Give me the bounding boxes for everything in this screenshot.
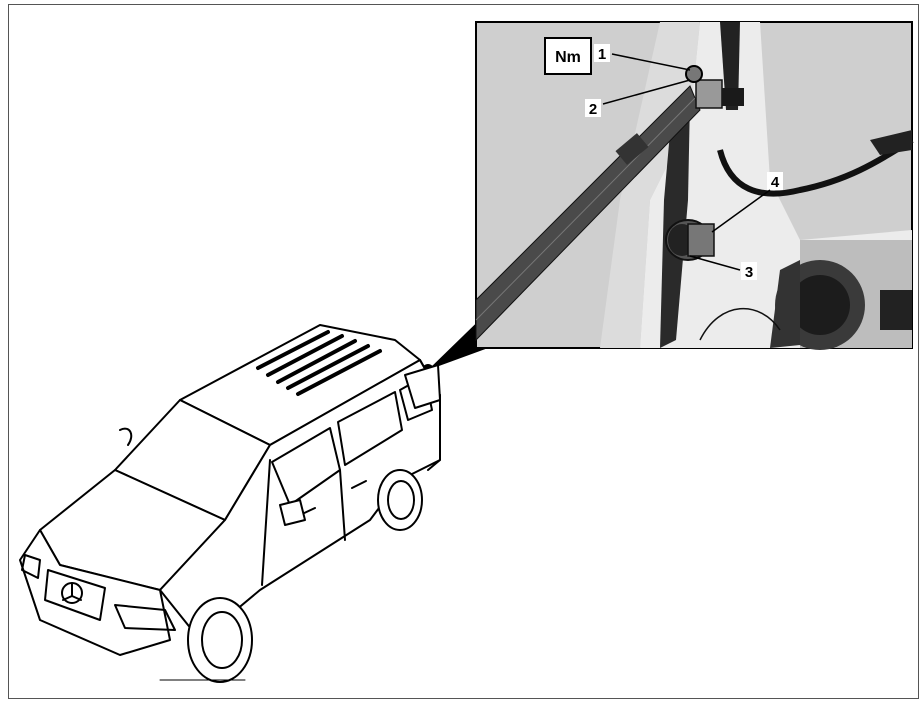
vehicle-illustration: [20, 325, 440, 682]
front-wheel: [188, 598, 252, 682]
torque-label: Nm: [555, 49, 581, 66]
belt-tensioner: [666, 220, 714, 260]
rear-wheel: [378, 470, 422, 530]
height-adjuster: [696, 80, 722, 108]
callout-label: 4: [771, 174, 780, 191]
torque-symbol: Nm: [545, 38, 591, 74]
callout-label: 1: [598, 46, 606, 63]
anchor-bolt: [686, 66, 702, 82]
detail-inset: [476, 22, 912, 350]
callout-label: 3: [745, 264, 753, 281]
callout-label: 2: [589, 101, 597, 118]
